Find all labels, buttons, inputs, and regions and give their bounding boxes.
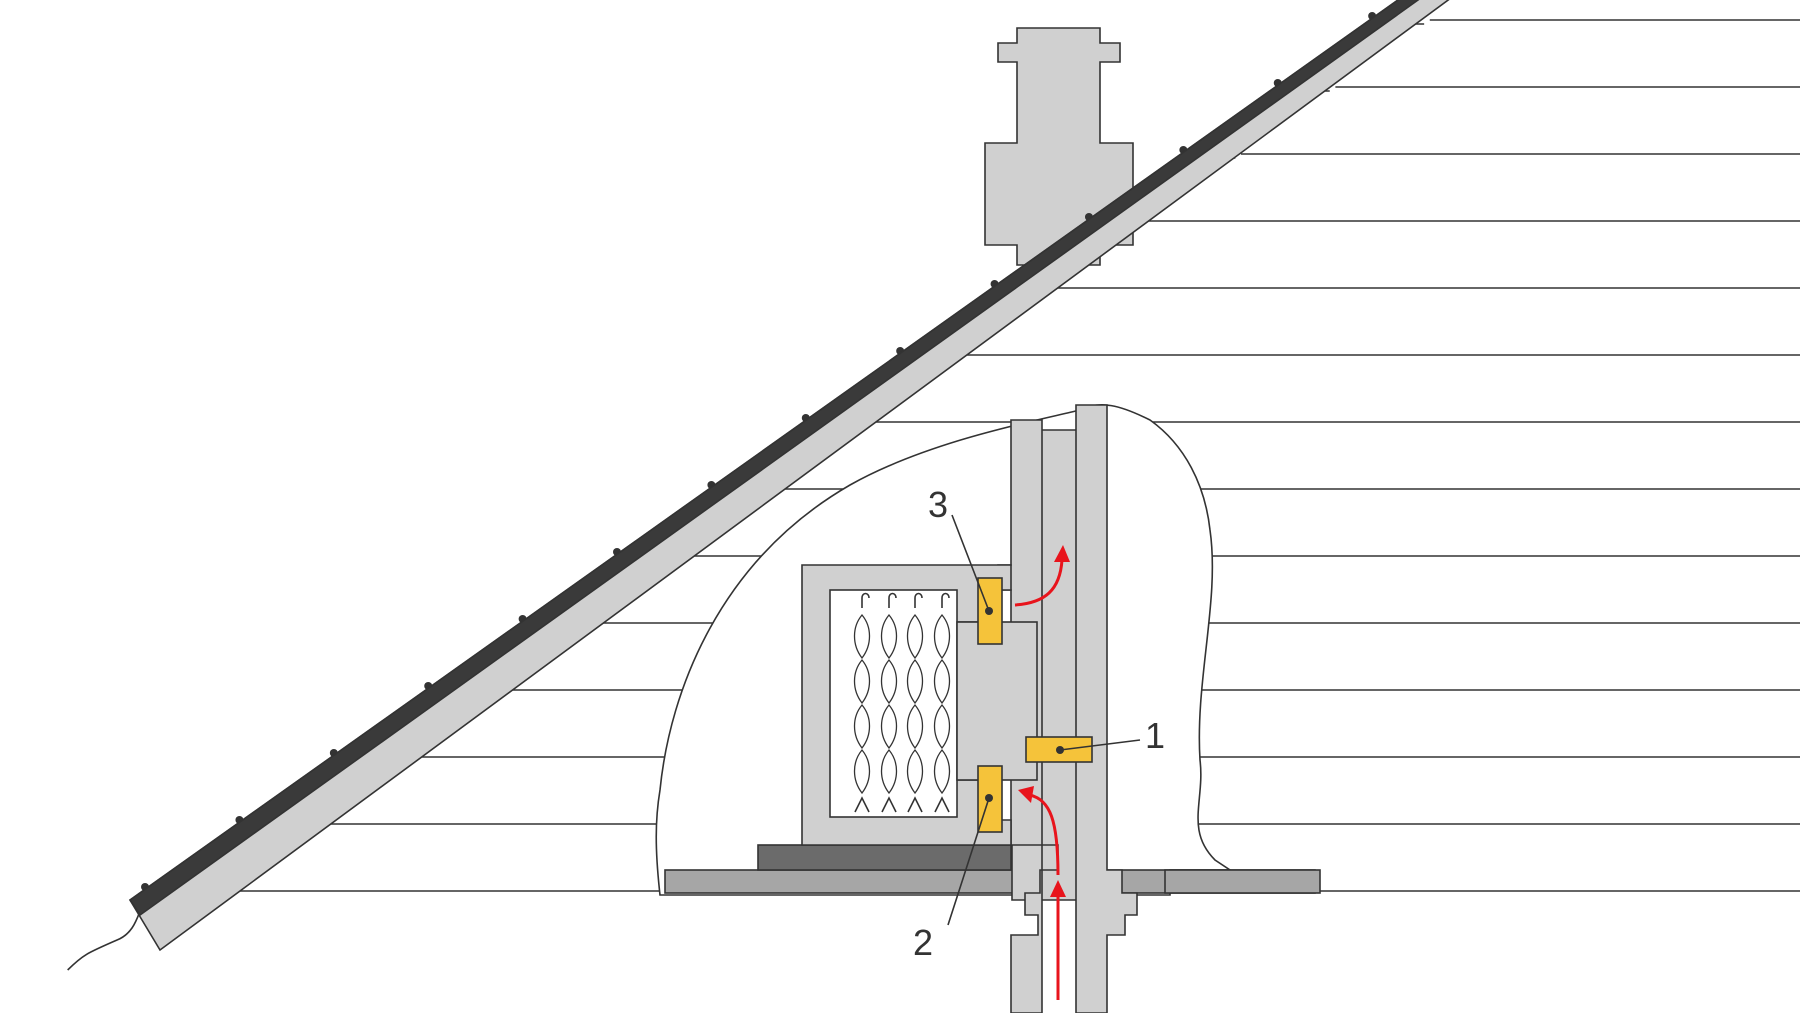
hanging-fish xyxy=(853,592,951,813)
airflow-arrows xyxy=(1014,545,1070,1000)
fish xyxy=(853,748,871,795)
fish xyxy=(880,658,898,705)
fish xyxy=(880,703,898,750)
fish-hook xyxy=(914,592,923,608)
floor-slab xyxy=(664,844,1321,894)
fish xyxy=(906,658,924,705)
chimney-top xyxy=(984,27,1134,266)
fish-tail xyxy=(934,796,950,813)
fish xyxy=(906,748,924,795)
fish xyxy=(880,748,898,795)
callout-label-3: 3 xyxy=(928,484,948,525)
fish-hook xyxy=(888,592,897,608)
fish xyxy=(880,613,898,660)
fish xyxy=(933,658,951,705)
roof xyxy=(128,0,1450,952)
callout-label-2: 2 xyxy=(913,922,933,963)
fish xyxy=(933,703,951,750)
callout-label-1: 1 xyxy=(1145,715,1165,756)
fish xyxy=(853,613,871,660)
fish-hook xyxy=(861,592,870,608)
fish-tail xyxy=(907,796,923,813)
valve-top xyxy=(977,577,1003,645)
fish xyxy=(906,613,924,660)
fish xyxy=(853,658,871,705)
fish xyxy=(906,703,924,750)
valve-right xyxy=(1025,736,1093,763)
fish xyxy=(853,703,871,750)
callout-leaders xyxy=(947,514,1141,926)
fish-hook xyxy=(941,592,950,608)
fish xyxy=(933,748,951,795)
fish xyxy=(933,613,951,660)
fish-tail xyxy=(881,796,897,813)
fish-tail xyxy=(854,796,870,813)
